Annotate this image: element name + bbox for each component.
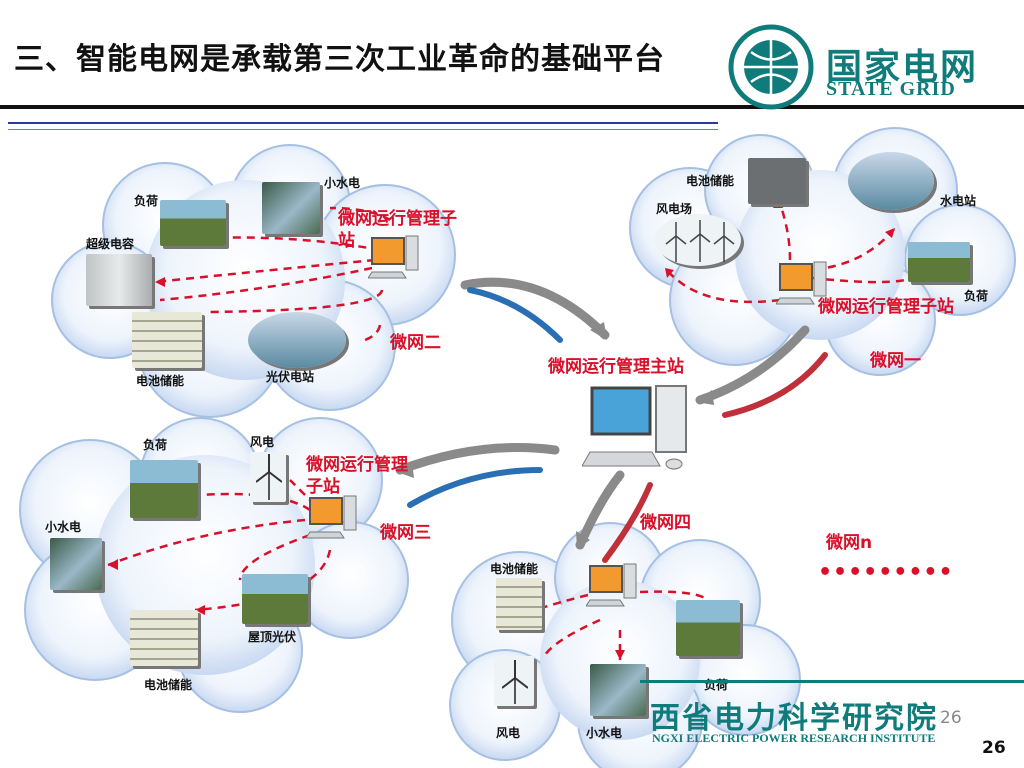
label-battery-mg4: 电池储能 <box>490 562 539 576</box>
label-pv-mg2: 光伏电站 <box>266 370 315 384</box>
label-load-mg3: 负荷 <box>143 438 168 452</box>
state-grid-name-cn: 国家电网 <box>826 47 979 88</box>
load-building-image-mg1 <box>908 242 970 282</box>
computer-substation-two-icon <box>368 235 419 279</box>
computer-substation-three-icon <box>306 495 357 539</box>
institute-name-en: NGXI ELECTRIC POWER RESEARCH INSTITUTE <box>652 731 936 745</box>
flows-microgrid-two <box>154 206 391 342</box>
label-wind-mg4: 风电 <box>496 726 521 740</box>
label-load-mg1: 负荷 <box>964 289 989 303</box>
slide-title: 三、智能电网是承载第三次工业革命的基础平台 <box>14 42 665 77</box>
microgrid-one-name: 微网一 <box>870 351 921 371</box>
state-grid-name-en: STATE GRID <box>826 78 956 100</box>
wind-farm-turbines-icon <box>665 220 735 262</box>
label-rooftop-pv-mg3: 屋顶光伏 <box>248 630 297 644</box>
footer-decor-bar <box>640 680 1024 683</box>
label-battery-mg1: 电池储能 <box>686 174 735 188</box>
hydro-station-image <box>848 152 934 210</box>
pv-station-image <box>248 312 346 368</box>
flows-microgrid-four <box>534 590 706 660</box>
institute-name-cn: 西省电力科学研究院 <box>650 701 938 736</box>
computer-main-station-icon <box>582 385 687 470</box>
label-load-mg2: 负荷 <box>134 194 159 208</box>
small-hydro-image-mg4 <box>590 664 646 716</box>
comm-arrowheads <box>397 322 714 549</box>
wind-turbine-icon-mg4 <box>502 660 528 704</box>
small-hydro-image <box>262 182 320 234</box>
substation-label-mg2: 微网运行管理子站 <box>338 209 457 251</box>
battery-storage-image-mg4 <box>496 578 542 630</box>
blue-rule-thin <box>8 129 718 130</box>
label-small-hydro-mg2: 小水电 <box>324 176 361 190</box>
microgrid-two-name: 微网二 <box>390 333 441 353</box>
wind-turbine-icon <box>256 454 282 500</box>
small-hydro-image-mg3 <box>50 538 102 590</box>
main-station-label: 微网运行管理主站 <box>548 357 684 377</box>
wind-farm-image <box>655 214 741 266</box>
microgrid-n-name: 微网n <box>826 533 873 553</box>
microgrid-three-name: 微网三 <box>380 523 431 543</box>
computer-substation-four-icon <box>586 563 637 607</box>
title-underline <box>0 105 1024 109</box>
label-wind-farm-mg1: 风电场 <box>656 202 693 216</box>
supercapacitor-image <box>86 254 152 306</box>
substation-label-mg3: 微网运行管理子站 <box>306 455 408 497</box>
battery-storage-image-mg1 <box>748 158 806 204</box>
rooftop-pv-image <box>242 574 308 624</box>
load-house-image-mg4 <box>676 600 740 656</box>
computer-substation-one-icon <box>776 261 827 305</box>
label-small-hydro-mg4: 小水电 <box>586 726 623 740</box>
label-wind-mg3: 风电 <box>250 435 275 449</box>
page-number: 26 <box>982 738 1006 758</box>
state-grid-emblem-icon <box>728 24 814 110</box>
label-battery-mg3: 电池储能 <box>144 678 193 692</box>
load-building-image <box>160 200 226 246</box>
microgrid-n-ellipsis: ••••••••• <box>818 560 954 585</box>
label-battery-mg2: 电池储能 <box>136 374 185 388</box>
battery-storage-image <box>132 312 202 368</box>
load-house-image-mg3 <box>130 460 198 518</box>
label-supercap-mg2: 超级电容 <box>86 237 135 251</box>
blue-rule <box>8 122 718 124</box>
label-hydro-station-mg1: 水电站 <box>940 194 977 208</box>
page-number-ghost: 26 <box>940 708 962 728</box>
battery-storage-image-mg3 <box>130 610 198 666</box>
substation-label-mg1: 微网运行管理子站 <box>818 297 954 317</box>
microgrid-four-name: 微网四 <box>640 513 691 533</box>
label-small-hydro-mg3: 小水电 <box>45 520 82 534</box>
